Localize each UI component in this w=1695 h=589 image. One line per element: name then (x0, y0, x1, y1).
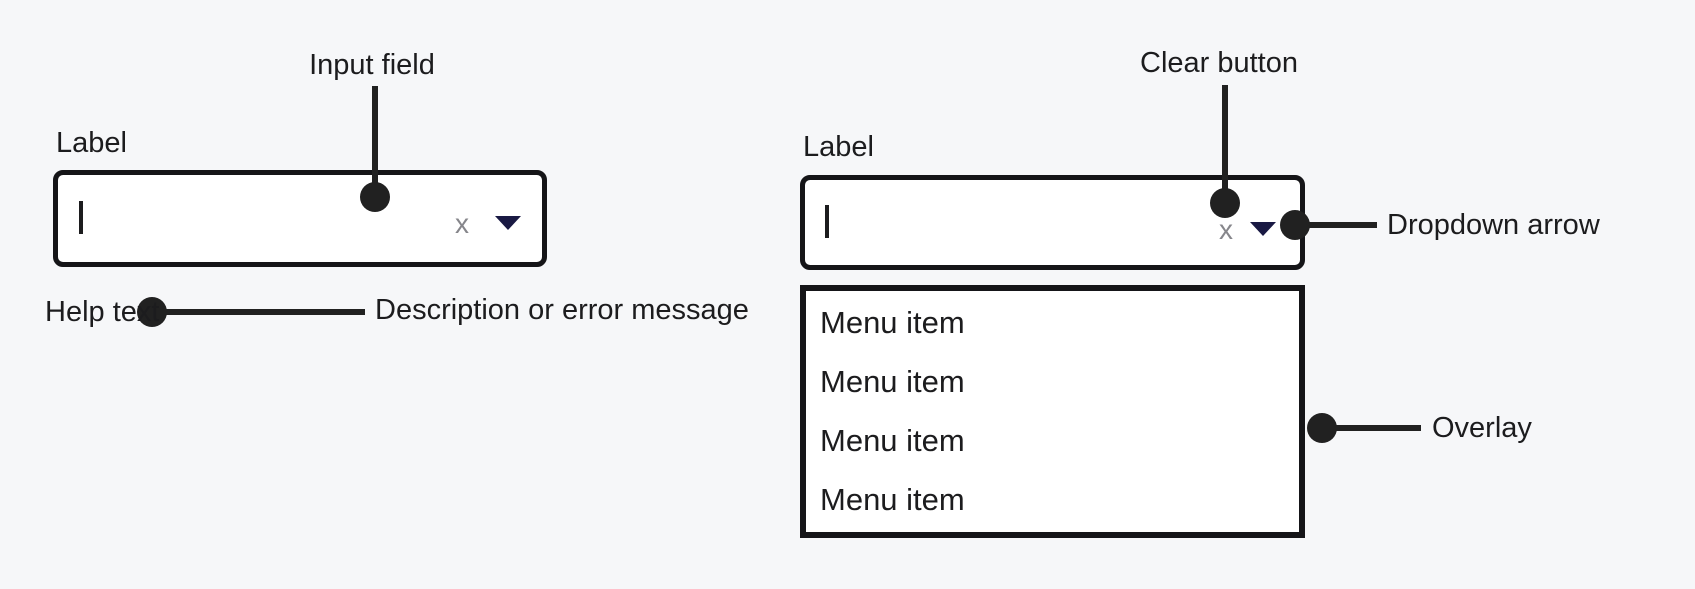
dropdown-arrow-icon[interactable] (1250, 222, 1276, 236)
help-text: Help text (45, 296, 160, 328)
menu-item[interactable]: Menu item (820, 304, 965, 340)
text-cursor-icon (79, 201, 83, 234)
combobox-input[interactable]: x (53, 170, 547, 267)
dropdown-menu-overlay: Menu item Menu item Menu item Menu item (800, 285, 1305, 538)
annotation-dropdown-arrow: Dropdown arrow (1387, 209, 1600, 241)
text-cursor-icon (825, 205, 829, 238)
annotation-input-field: Input field (309, 49, 435, 81)
dropdown-arrow-icon[interactable] (495, 216, 521, 230)
annotation-line-overlay (1332, 425, 1421, 431)
annotation-line-input-field (372, 86, 378, 197)
clear-icon[interactable]: x (455, 208, 469, 239)
annotation-dot-clear-button (1210, 188, 1240, 218)
menu-item[interactable]: Menu item (820, 363, 965, 399)
clear-icon[interactable]: x (1219, 214, 1233, 245)
annotation-dot-input-field (360, 182, 390, 212)
input-label: Label (803, 131, 874, 163)
annotation-line-help-text (160, 309, 365, 315)
input-label: Label (56, 127, 127, 159)
menu-item[interactable]: Menu item (820, 422, 965, 458)
annotation-overlay: Overlay (1432, 412, 1532, 444)
annotation-line-dropdown-arrow (1305, 222, 1377, 228)
annotation-clear-button: Clear button (1140, 47, 1298, 79)
annotation-help-description: Description or error message (375, 294, 749, 326)
menu-item[interactable]: Menu item (820, 481, 965, 517)
annotation-line-clear-button (1222, 85, 1228, 203)
